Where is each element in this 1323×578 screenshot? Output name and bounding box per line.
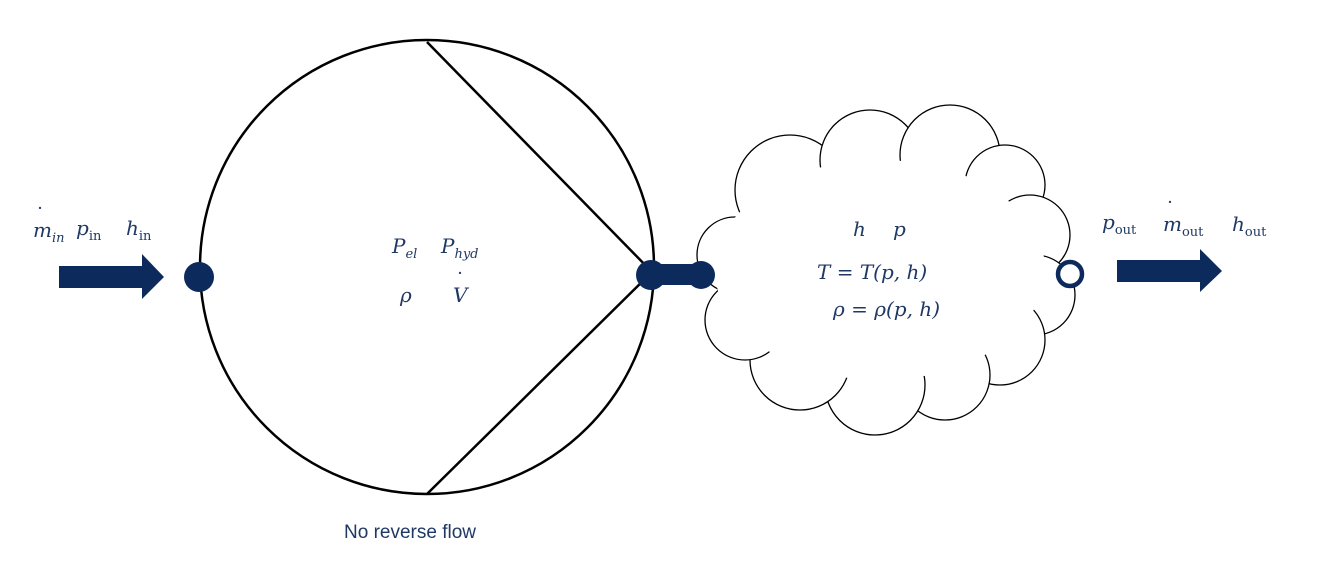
inlet-arrow [59,254,164,299]
inlet-pressure-label: pin [76,216,102,244]
pump-outlet-port [636,260,666,290]
outlet-pressure-label: pout [1102,210,1137,238]
pump-triangle-top-line [426,41,653,273]
volume-enthalpy-label: h [853,217,866,241]
inlet-port [184,262,214,292]
pump-volume-flow-label: V [453,285,467,305]
density-equation: ρ = ρ(p, h) [833,297,940,321]
control-volume-cloud [696,104,1076,436]
inlet-mass-flow-label: min [33,220,65,245]
pump-circle [198,38,656,496]
temperature-equation: T = T(p, h) [817,260,928,284]
volume-pressure-label: p [893,217,906,241]
pump-triangle-bottom-line [426,271,653,495]
outlet-mass-flow-label: mout [1163,214,1203,239]
inlet-enthalpy-label: hin [126,216,152,244]
no-reverse-flow-caption: No reverse flow [344,522,476,543]
pump-electric-power-label: Pel [392,234,418,262]
volume-inlet-port [687,261,715,289]
pump-hydraulic-power-label: Phyd [441,234,479,262]
outlet-arrow [1117,249,1222,292]
outlet-enthalpy-label: hout [1232,212,1267,240]
outlet-port [1055,259,1085,289]
pump-density-label: ρ [400,283,412,307]
